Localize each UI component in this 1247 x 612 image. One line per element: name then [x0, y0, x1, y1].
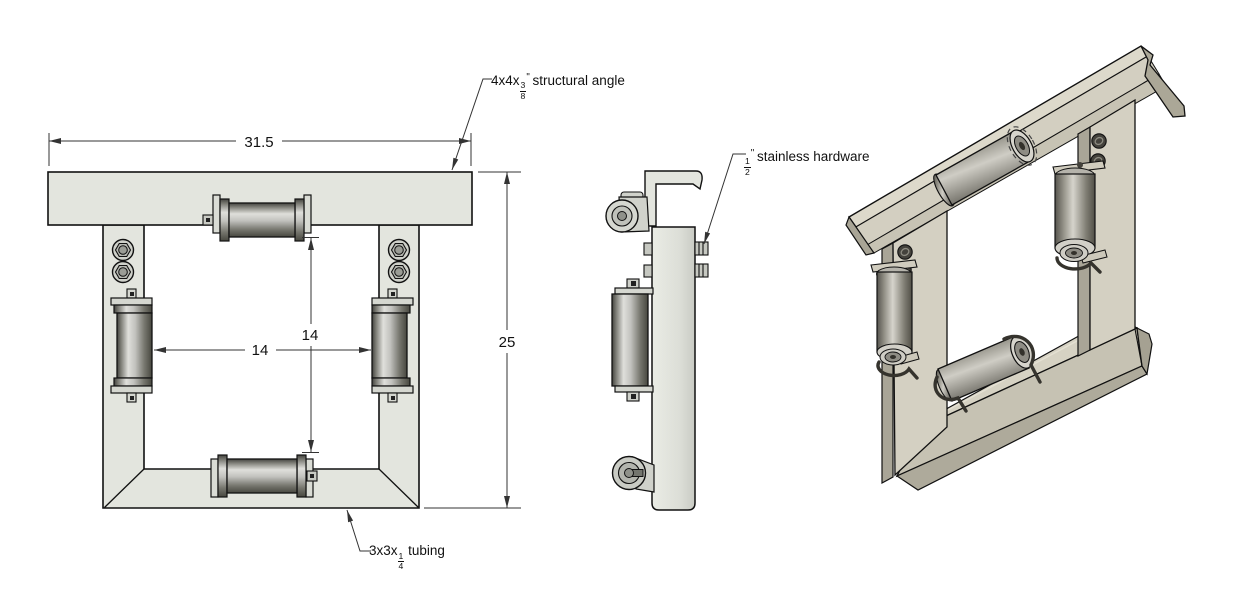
front-view: 31.5 25 14 14 [47, 78, 521, 552]
annotation-label: tubing [404, 543, 445, 558]
iso-left-roller [870, 259, 920, 380]
bottom-roller [210, 454, 318, 498]
dimension-roller-gap-horizontal [154, 347, 371, 353]
left-roller [110, 288, 153, 403]
side-angle-profile [644, 170, 703, 227]
right-roller [371, 288, 414, 403]
leader-structural-angle [451, 78, 492, 171]
side-hardware [643, 241, 709, 278]
miter-seam-left [104, 468, 145, 508]
annotation-prefix: 4x4x [491, 72, 520, 88]
dim-roller-gap-horizontal-value: 14 [252, 342, 269, 359]
iso-angle-end-cap [1140, 45, 1186, 118]
fraction-denominator: 8 [520, 90, 526, 101]
fraction-denominator: 2 [745, 166, 750, 177]
dim-overall-width-value: 31.5 [244, 134, 273, 151]
leader-stainless-hardware [703, 153, 746, 245]
fraction-numerator: 3 [519, 80, 527, 92]
inch-mark: " [750, 148, 755, 159]
dim-roller-gap-vertical-value: 14 [302, 327, 319, 344]
side-bottom-roller [611, 455, 655, 493]
iso-bottom-roller [933, 334, 1042, 413]
annotation-prefix: 3x3x [369, 543, 398, 558]
fraction-denominator: 4 [398, 560, 404, 571]
dim-overall-height-value: 25 [499, 334, 516, 351]
annotation-label: stainless hardware [753, 148, 870, 164]
iso-right-roller [1052, 160, 1108, 274]
leader-tubing [346, 509, 371, 552]
side-top-roller [605, 191, 650, 233]
dimension-roller-gap-vertical [302, 237, 319, 453]
side-tube [651, 226, 696, 511]
top-roller [202, 194, 312, 242]
fraction-numerator: 1 [397, 550, 405, 562]
side-view [605, 153, 746, 511]
fraction-numerator: 1 [744, 156, 751, 168]
isometric-view [845, 45, 1186, 491]
miter-seam-right [378, 468, 419, 508]
inch-mark: " [526, 72, 530, 83]
side-vertical-roller [611, 278, 654, 402]
iso-top-roller [933, 126, 1038, 207]
annotation-label: structural angle [528, 72, 625, 88]
dimension-overall-height [424, 171, 521, 509]
